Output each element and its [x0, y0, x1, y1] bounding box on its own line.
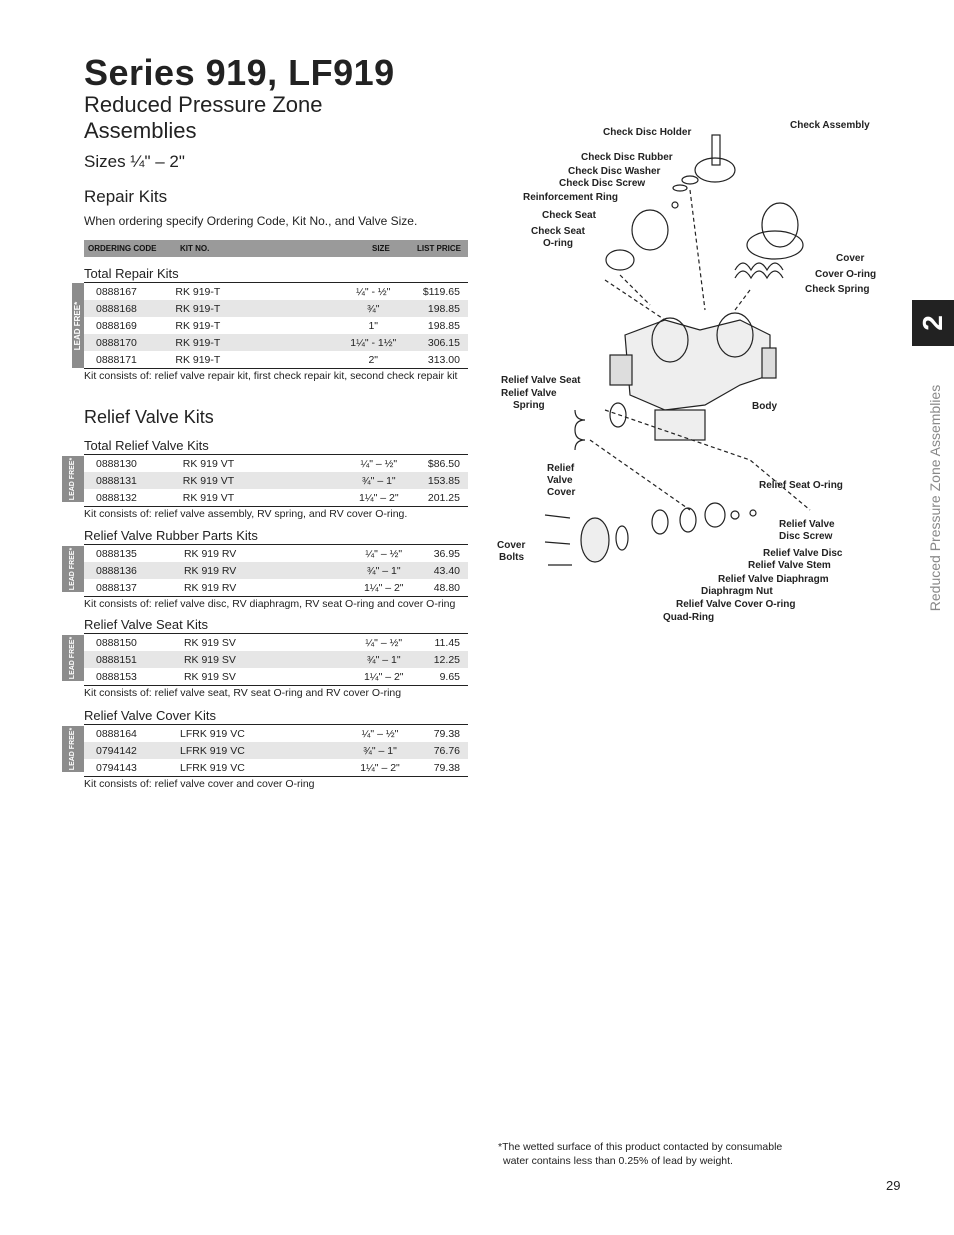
- divider: [84, 506, 468, 507]
- divider: [84, 685, 468, 686]
- label-rv-stem: Relief Valve Stem: [748, 560, 831, 571]
- col-size: SIZE: [372, 244, 390, 253]
- divider: [84, 368, 468, 369]
- label-rv-diaphragm: Relief Valve Diaphragm: [718, 574, 829, 585]
- divider: [84, 282, 468, 283]
- check-disc-holder-part: [694, 157, 736, 183]
- label-check-disc-rubber: Check Disc Rubber: [581, 152, 673, 163]
- size-range: Sizes ¼" – 2": [84, 152, 185, 171]
- label-reinforcement-ring: Reinforcement Ring: [523, 192, 619, 203]
- label-rv-disc: Relief Valve Disc: [763, 548, 843, 559]
- col-list-price: LIST PRICE: [417, 244, 462, 253]
- lead-free-tab: LEAD FREE*: [62, 726, 84, 772]
- cover-part: [761, 202, 799, 248]
- divider: [84, 724, 468, 725]
- lead-free-tab: LEAD FREE*: [62, 546, 84, 592]
- lead-free-tab: LEAD FREE*: [62, 456, 84, 502]
- lead-free-tab: LEAD FREE*: [72, 283, 84, 368]
- label-check-spring: Check Spring: [805, 284, 870, 295]
- divider: [84, 544, 468, 545]
- seat-kits-title: Relief Valve Seat Kits: [84, 617, 209, 632]
- ordering-note: When ordering specify Ordering Code, Kit…: [84, 214, 418, 228]
- label-cover-oring: Cover O-ring: [815, 269, 877, 280]
- page-subtitle: Reduced Pressure Zone Assemblies: [84, 92, 323, 143]
- relief-valve-kits-heading: Relief Valve Kits: [84, 407, 214, 427]
- label-rv-cover-oring: Relief Valve Cover O-ring: [676, 599, 796, 610]
- check-spring-part: [734, 262, 784, 272]
- label-relief-valve-seat: Relief Valve Seat: [501, 375, 581, 386]
- kit-note: Kit consists of: relief valve cover and …: [84, 778, 315, 790]
- label-check-disc-screw: Check Disc Screw: [559, 178, 646, 189]
- page-number: 29: [886, 1178, 901, 1193]
- label-diaphragm-nut: Diaphragm Nut: [701, 586, 773, 597]
- chapter-tab: 2: [912, 300, 954, 346]
- check-seat-part: [631, 209, 669, 251]
- relief-valve-spring-part: [574, 409, 586, 451]
- label-body: Body: [752, 401, 777, 412]
- col-kit-no: KIT NO.: [180, 244, 210, 253]
- side-section-label: Reduced Pressure Zone Assemblies: [927, 384, 943, 612]
- footnote: *The wetted surface of this product cont…: [498, 1141, 783, 1167]
- divider: [84, 596, 468, 597]
- divider: [84, 633, 468, 634]
- divider: [84, 454, 468, 455]
- label-cover: Cover: [836, 253, 865, 264]
- label-check-seat: Check Seat: [542, 210, 596, 221]
- kit-note: Kit consists of: relief valve disc, RV d…: [84, 598, 456, 610]
- exploded-parts-diagram: [544, 134, 811, 566]
- kit-note: Kit consists of: relief valve assembly, …: [84, 508, 408, 520]
- cover-kits-title: Relief Valve Cover Kits: [84, 708, 216, 723]
- kit-note: Kit consists of: relief valve repair kit…: [84, 370, 458, 382]
- relief-valve-cover-part: [580, 517, 610, 563]
- valve-body-part: [624, 319, 771, 411]
- repair-kits-heading: Repair Kits: [84, 187, 168, 206]
- total-repair-kits-title: Total Repair Kits: [84, 266, 179, 281]
- label-check-disc-washer: Check Disc Washer: [568, 166, 661, 177]
- check-stem-part: [711, 134, 721, 166]
- divider: [84, 776, 468, 777]
- rubber-parts-kits-title: Relief Valve Rubber Parts Kits: [84, 528, 258, 543]
- label-check-disc-holder: Check Disc Holder: [603, 127, 692, 138]
- page-title: Series 919, LF919: [84, 52, 395, 93]
- total-relief-kits-title: Total Relief Valve Kits: [84, 438, 209, 453]
- label-quad-ring: Quad-Ring: [663, 612, 715, 623]
- column-header: ORDERING CODE KIT NO. SIZE LIST PRICE: [84, 240, 468, 257]
- label-check-assembly: Check Assembly: [790, 120, 870, 131]
- label-relief-seat-oring: Relief Seat O-ring: [759, 480, 843, 491]
- col-ordering-code: ORDERING CODE: [88, 244, 157, 253]
- kit-note: Kit consists of: relief valve seat, RV s…: [84, 687, 402, 699]
- lead-free-tab: LEAD FREE*: [62, 635, 84, 681]
